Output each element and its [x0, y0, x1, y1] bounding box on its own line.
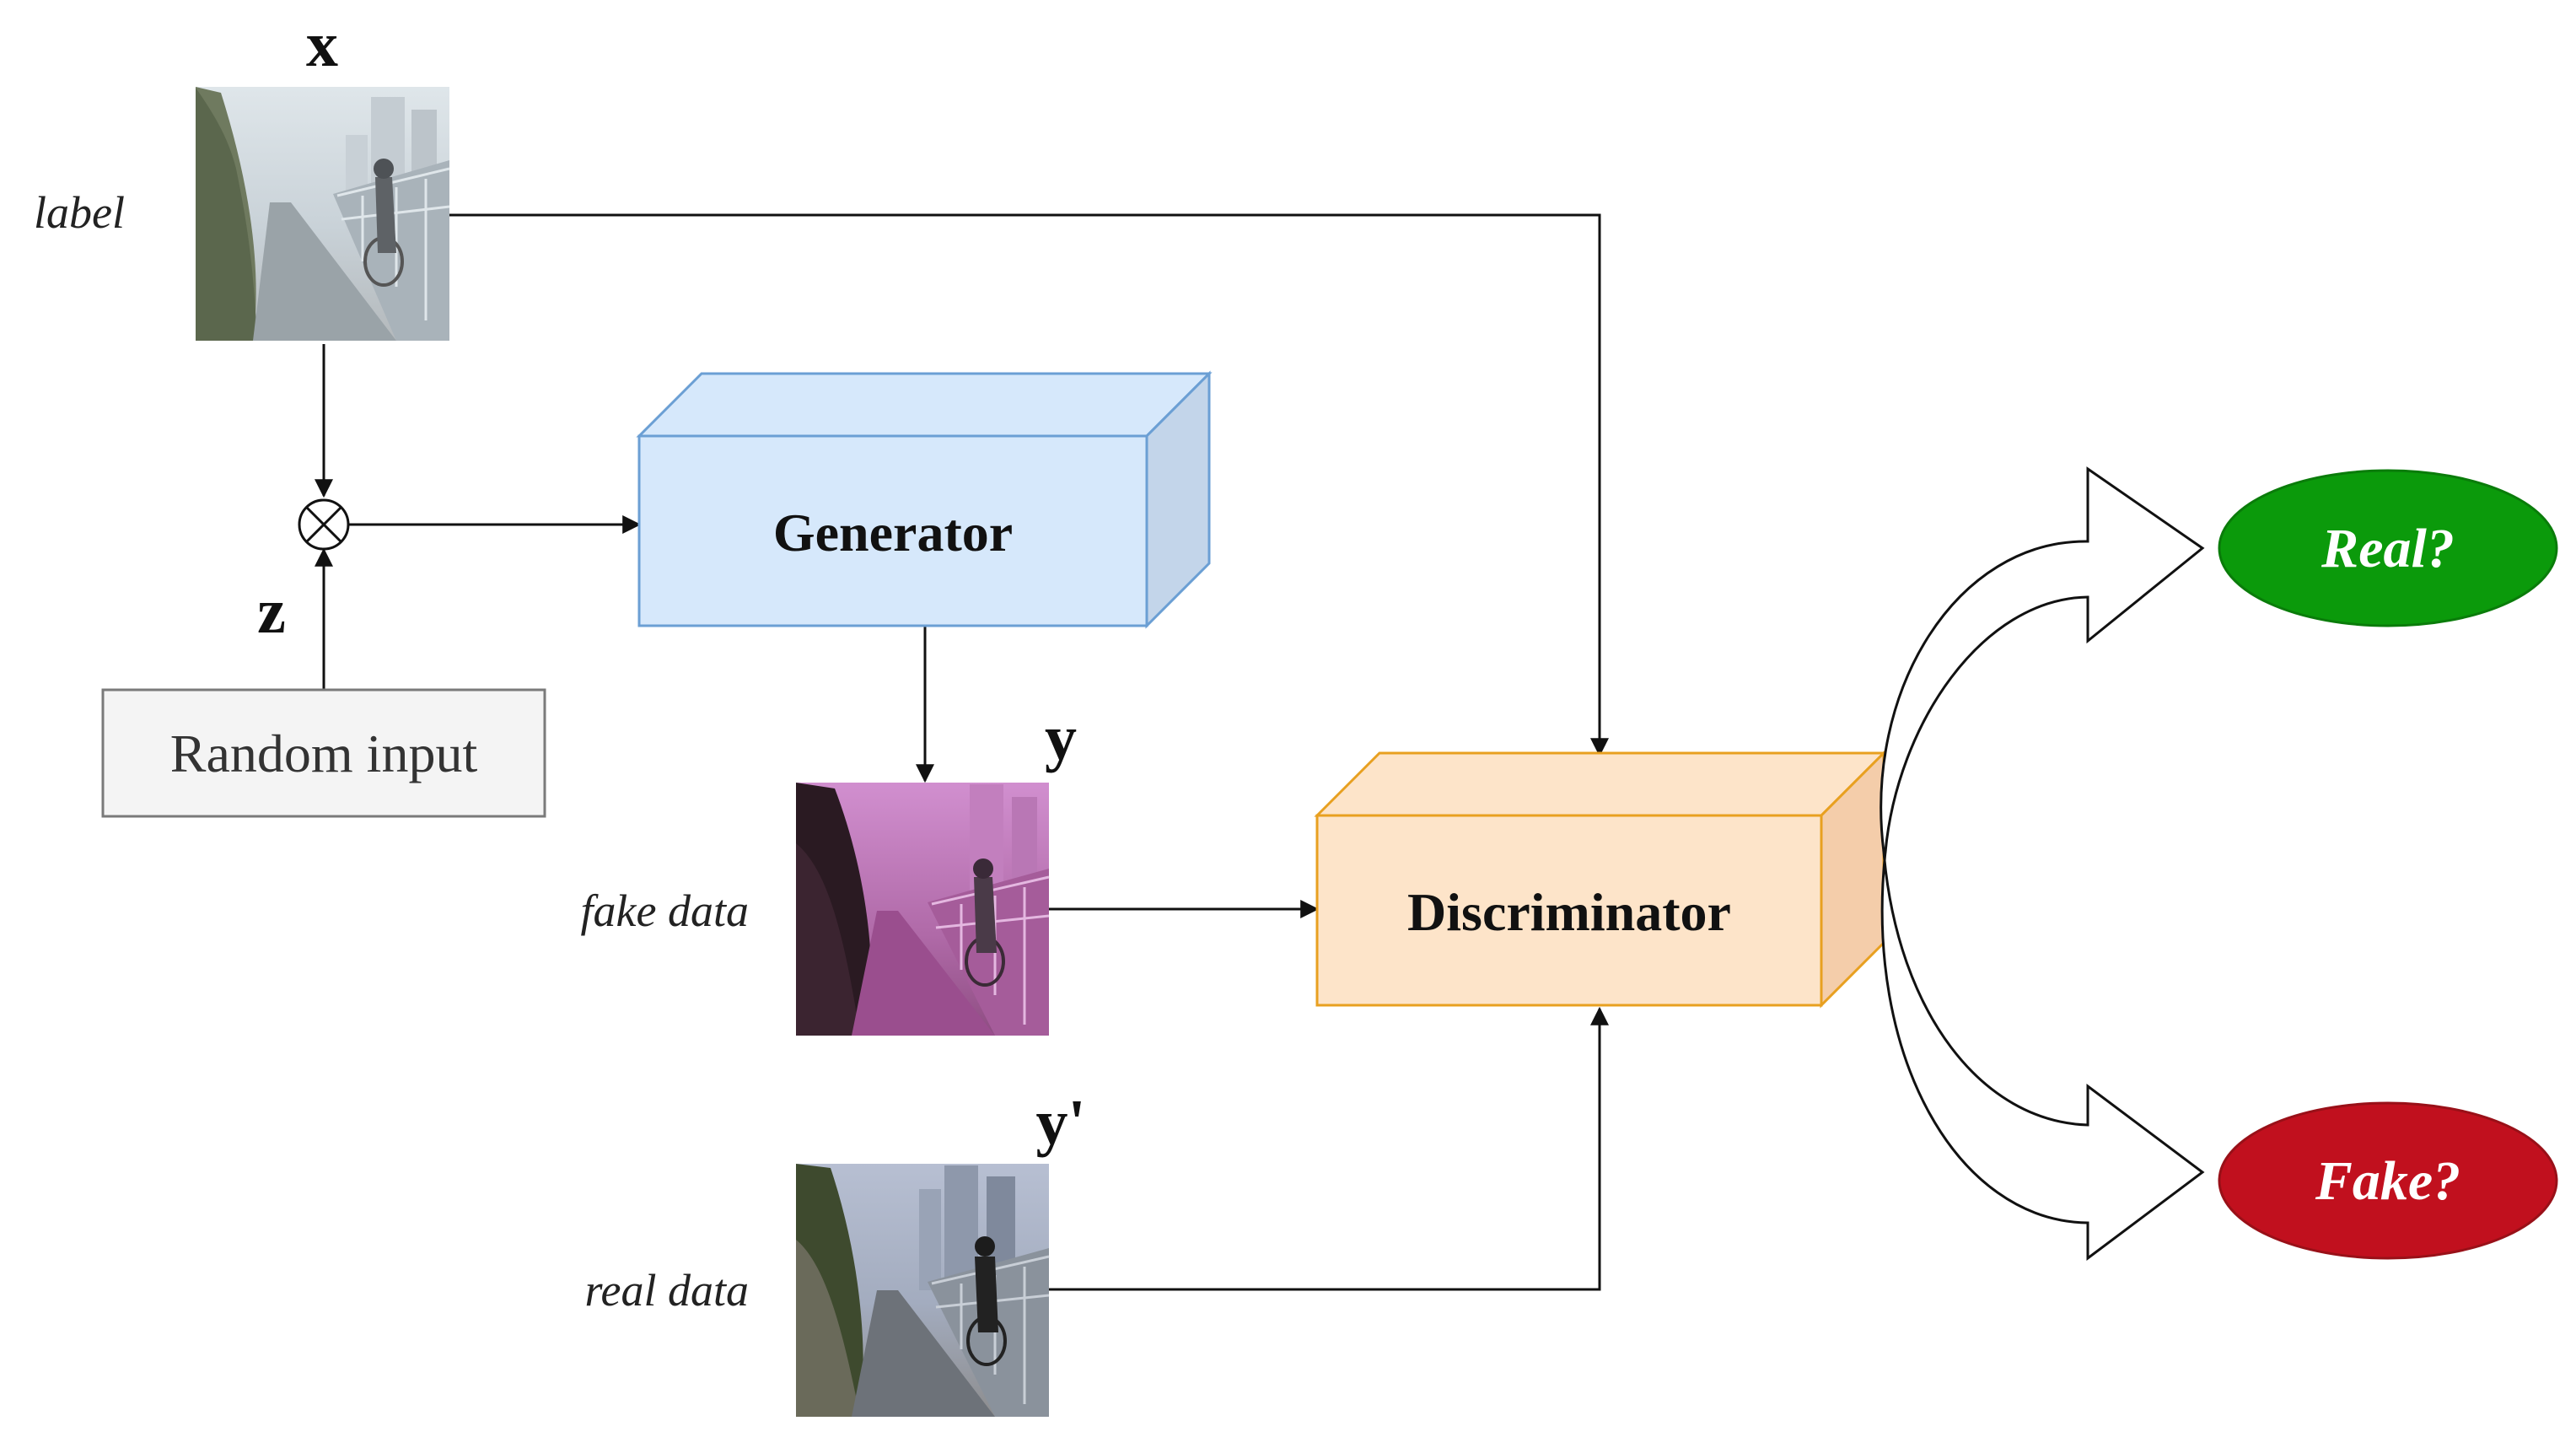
z-variable: z — [257, 576, 286, 647]
x-to-discriminator-line — [449, 213, 1609, 757]
real-to-discriminator-line — [1049, 1006, 1609, 1291]
random-input-box — [101, 688, 546, 818]
output-arrows — [1880, 466, 2205, 1261]
fake-ellipse — [2218, 1101, 2558, 1260]
y-prime-variable: y' — [1035, 1087, 1085, 1158]
real-ellipse — [2218, 469, 2558, 627]
real-data-image — [796, 1164, 1050, 1417]
real-label: Real? — [2321, 518, 2455, 579]
generator-box — [636, 370, 1213, 629]
random-input-label: Random input — [170, 724, 478, 783]
real-data-caption: real data — [585, 1265, 749, 1316]
discriminator-box — [1314, 750, 1887, 1009]
discriminator-label: Discriminator — [1407, 882, 1731, 942]
y-variable: y — [1045, 702, 1077, 773]
label-caption: label — [34, 187, 125, 238]
fake-label: Fake? — [2315, 1150, 2460, 1212]
fake-data-caption: fake data — [581, 885, 749, 936]
generator-label: Generator — [773, 503, 1013, 562]
fake-data-image — [796, 783, 1050, 1036]
label-image — [196, 87, 450, 341]
x-variable: x — [306, 9, 338, 80]
circled-times-icon — [298, 498, 350, 551]
